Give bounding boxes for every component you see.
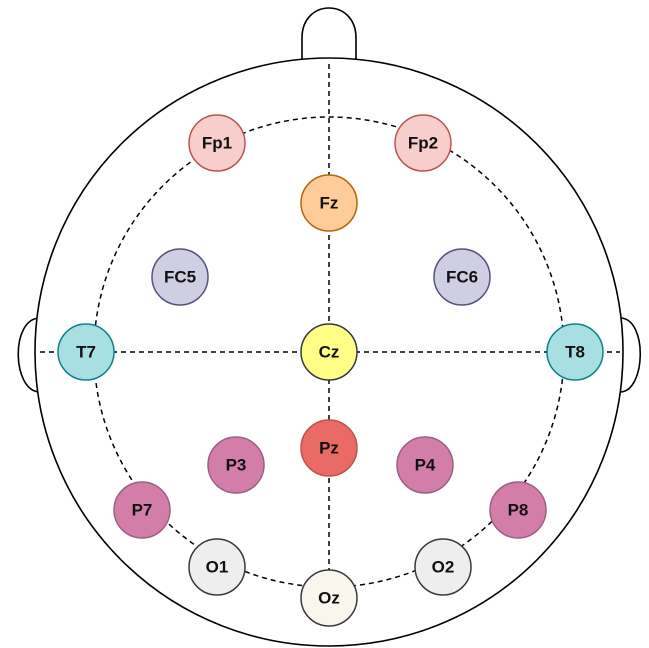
electrode-pz: Pz <box>300 419 358 477</box>
electrode-label: Oz <box>318 588 340 607</box>
electrode-marker <box>414 538 472 596</box>
left-ear <box>17 317 41 393</box>
electrode-marker <box>188 538 246 596</box>
electrode-label: Cz <box>319 342 340 361</box>
electrode-marker <box>300 419 358 477</box>
electrode-label: T8 <box>565 342 585 361</box>
electrode-fc6: FC6 <box>433 248 491 306</box>
electrode-marker <box>300 323 358 381</box>
electrode-label: P8 <box>508 500 529 519</box>
electrode-marker <box>207 436 265 494</box>
electrode-p8: P8 <box>489 481 547 539</box>
electrode-label: Fp2 <box>408 133 438 152</box>
electrode-cz: Cz <box>300 323 358 381</box>
electrode-label: FC6 <box>446 267 478 286</box>
electrode-fp2: Fp2 <box>394 114 452 172</box>
electrode-label: FC5 <box>164 267 196 286</box>
electrode-label: Pz <box>319 438 339 457</box>
electrode-p3: P3 <box>207 436 265 494</box>
electrode-marker <box>151 248 209 306</box>
electrode-fz: Fz <box>300 174 358 232</box>
electrode-marker <box>433 248 491 306</box>
electrode-marker <box>489 481 547 539</box>
electrode-marker <box>396 436 454 494</box>
electrode-label: P4 <box>415 455 436 474</box>
electrode-o1: O1 <box>188 538 246 596</box>
electrode-label: O1 <box>206 557 229 576</box>
electrode-fc5: FC5 <box>151 248 209 306</box>
electrode-label: P3 <box>226 455 247 474</box>
electrode-marker <box>300 569 358 627</box>
electrode-marker <box>394 114 452 172</box>
electrode-label: Fz <box>320 193 339 212</box>
electrode-label: Fp1 <box>202 133 232 152</box>
right-ear <box>619 317 642 393</box>
electrode-oz: Oz <box>300 569 358 627</box>
electrode-label: T7 <box>76 342 96 361</box>
electrode-label: P7 <box>132 500 153 519</box>
electrode-t8: T8 <box>546 323 604 381</box>
electrode-p4: P4 <box>396 436 454 494</box>
electrode-marker <box>57 323 115 381</box>
nose <box>301 7 357 65</box>
electrode-label: O2 <box>432 557 455 576</box>
electrode-marker <box>188 114 246 172</box>
electrode-o2: O2 <box>414 538 472 596</box>
electrode-p7: P7 <box>113 481 171 539</box>
electrode-fp1: Fp1 <box>188 114 246 172</box>
electrode-marker <box>113 481 171 539</box>
electrode-marker <box>300 174 358 232</box>
electrode-marker <box>546 323 604 381</box>
electrode-t7: T7 <box>57 323 115 381</box>
